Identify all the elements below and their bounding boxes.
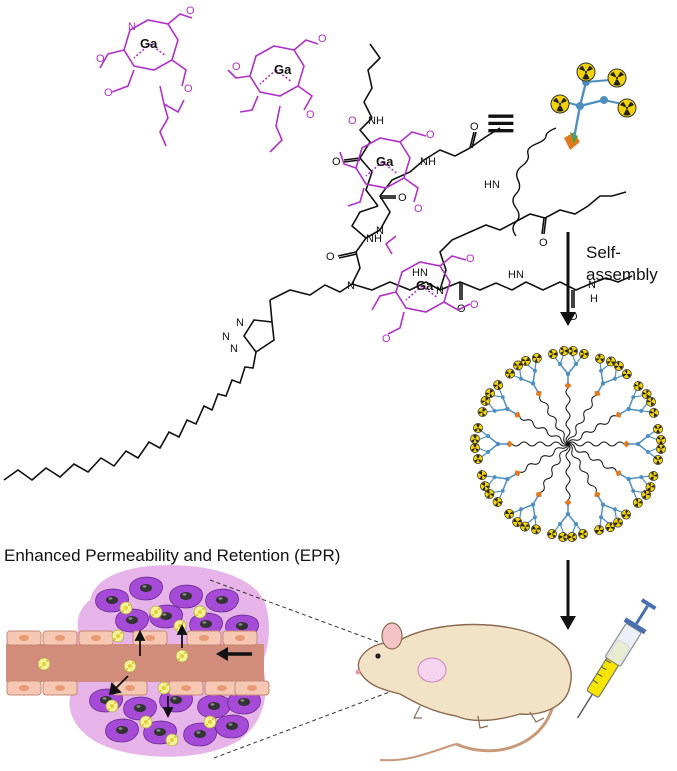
hn-label-2: HN <box>508 269 524 281</box>
triazole-n3-label: N <box>236 317 244 329</box>
chelate1-o3: O <box>184 83 193 95</box>
chelate2-o3: O <box>306 109 315 121</box>
injection-arrow <box>560 560 576 630</box>
chelate3-o3: O <box>414 203 423 215</box>
n-label-amide: N <box>588 279 596 291</box>
hn-label-1: HN <box>412 267 428 279</box>
chelate2-o1: O <box>318 33 327 45</box>
chelate1-o1: O <box>186 5 195 17</box>
h-label: H <box>590 293 598 305</box>
ga-label-3: Ga <box>376 154 394 169</box>
chelate1-o4: O <box>104 87 113 99</box>
self-assembly-label-line2: assembly <box>586 265 658 284</box>
oxygen-label-5: O <box>332 156 341 168</box>
chelate3-o1: O <box>348 115 357 127</box>
ga-dota-chelate-4 <box>371 235 471 335</box>
chelate1-n1: N <box>128 21 136 33</box>
nh-label-3: NH <box>420 156 436 168</box>
triazole-n1-label: N <box>230 343 238 355</box>
mouse-icon <box>355 622 572 762</box>
oxygen-label-3: O <box>569 311 578 323</box>
oxygen-label-7: O <box>539 237 548 249</box>
triazole-n2-label: N <box>222 331 230 343</box>
chelate1-o2: O <box>96 53 105 65</box>
chelate4-o2: O <box>470 299 479 311</box>
self-assembly-label-line1: Self- <box>586 243 621 262</box>
ga-dota-chelate-1 <box>99 13 193 147</box>
self-assembly-arrow <box>560 232 576 326</box>
chelate4-o1: O <box>466 253 475 265</box>
syringe-icon <box>577 598 657 719</box>
amphiphile-unimer-icon <box>512 62 637 237</box>
chelate3-o2: O <box>426 129 435 141</box>
nh-label-2: NH <box>368 115 384 127</box>
hn-label-3: HN <box>484 179 500 191</box>
tumor-vessel-illustration <box>6 565 270 757</box>
micelle-nanoparticle-icon <box>470 346 665 541</box>
ga-dota-chelate-3 <box>339 131 427 207</box>
branch-n-label: N <box>436 285 444 297</box>
ga-label-2: Ga <box>274 62 292 77</box>
equivalence-symbol: ≡ <box>484 100 518 146</box>
chelate2-o2: O <box>232 61 241 73</box>
ga-label-4: Ga <box>416 278 434 293</box>
chelate4-o3: O <box>382 333 391 345</box>
oxygen-label-1: O <box>326 251 335 263</box>
nh-label-1: NH <box>366 233 382 245</box>
oxygen-label-6: O <box>470 121 479 133</box>
zoom-line-bottom <box>213 675 433 759</box>
upper-n-label: N <box>376 225 384 237</box>
ga-label-1: Ga <box>140 36 158 51</box>
epr-title: Enhanced Permeability and Retention (EPR… <box>4 546 340 565</box>
ga-dota-dendron-structure: N N N N N N O O O O O O O NH HN HN N H N… <box>3 43 633 482</box>
core-n-label: N <box>347 280 355 292</box>
ga-dota-chelate-2 <box>227 39 319 153</box>
oxygen-label-4: O <box>398 192 407 204</box>
